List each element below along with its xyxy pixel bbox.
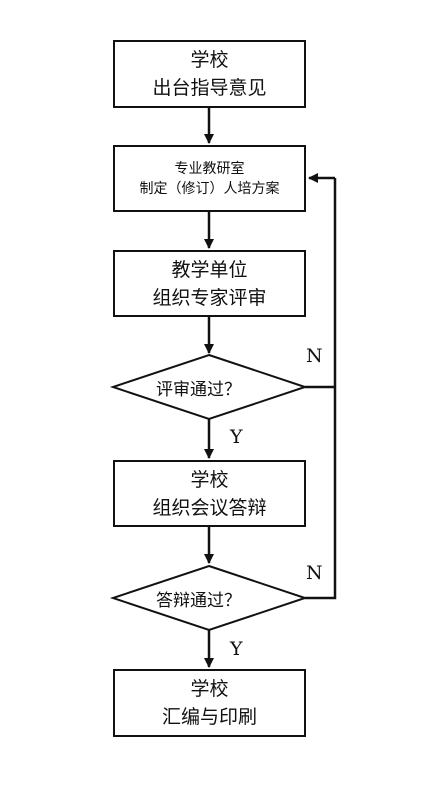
step-4-line1: 学校 [190, 468, 229, 491]
step-5-line1: 学校 [190, 678, 229, 700]
step-box-defense: 学校 组织会议答辩 [113, 460, 306, 527]
step-box-guidance: 学校 出台指导意见 [113, 40, 306, 108]
step-2-line2: 制定（修订）人培方案 [139, 180, 280, 197]
decision-diamond-defense [109, 564, 309, 632]
step-1-line1: 学校 [190, 49, 229, 71]
step-1-line2: 出台指导意见 [152, 77, 267, 99]
decision-label-review: 评审通过？ [156, 380, 241, 400]
step-3-line1: 教学单位 [171, 258, 248, 281]
decision1-yes-flag: Y [230, 426, 243, 448]
decision-diamond-review [109, 353, 309, 421]
decision2-no-flag: N [306, 562, 323, 584]
step-2-line1: 专业教研室 [174, 160, 245, 177]
step-box-compile-print: 学校 汇编与印刷 [113, 669, 306, 737]
step-5-line2: 汇编与印刷 [161, 706, 257, 728]
step-4-line2: 组织会议答辩 [152, 496, 267, 519]
step-box-plan: 专业教研室 制定（修订）人培方案 [113, 145, 306, 212]
step-3-line2: 组织专家评审 [152, 286, 267, 309]
decision-label-defense: 答辩通过？ [156, 591, 241, 611]
step-box-expert-review: 教学单位 组织专家评审 [113, 250, 306, 317]
loop-decision2-no [305, 178, 337, 600]
decision1-no-flag: N [306, 345, 323, 367]
decision2-yes-flag: Y [230, 638, 243, 660]
